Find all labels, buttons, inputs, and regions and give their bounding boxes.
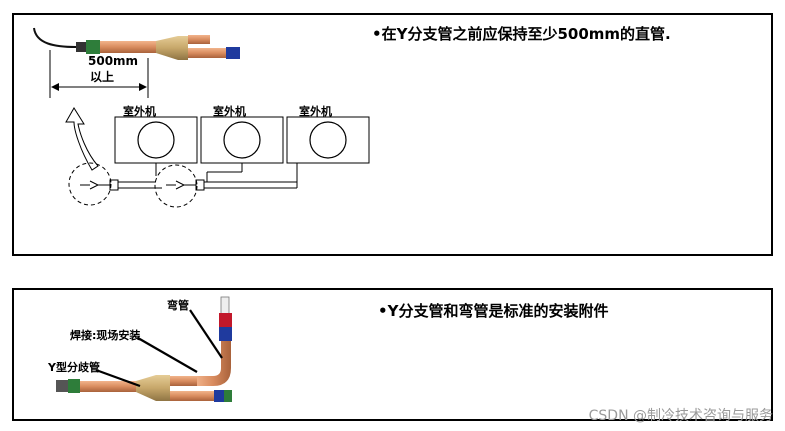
bottom-fitting-assembly <box>56 296 232 402</box>
zoom-arrow-icon <box>65 107 99 171</box>
unit-label-2: 室外机 <box>213 105 246 118</box>
unit-label-3: 室外机 <box>299 105 332 118</box>
watermark: CSDN @制冷技术咨询与服务 <box>588 408 773 424</box>
fan-icon <box>137 121 175 159</box>
green-cap-icon <box>224 390 232 402</box>
unit-label-1: 室外机 <box>123 105 156 118</box>
blue-cap-icon <box>219 327 232 341</box>
leader-lines <box>95 309 223 388</box>
elbow-label: 弯管 <box>167 299 189 312</box>
piping-schematic <box>68 162 298 208</box>
dimension-suffix: 以上 <box>90 70 115 84</box>
blue-cap-icon <box>226 47 240 59</box>
green-cap-icon <box>68 379 80 393</box>
fan-icon <box>223 121 261 159</box>
dimension-value: 500mm <box>88 54 139 68</box>
green-cap-icon <box>86 40 100 54</box>
weld-label: 焊接:现场安装 <box>70 329 141 342</box>
red-band-icon <box>219 313 232 327</box>
bottom-note: •Y分支管和弯管是标准的安装附件 <box>378 302 609 320</box>
dimension-indicator <box>49 50 149 98</box>
outdoor-units <box>114 116 370 164</box>
y-branch-label: Y型分歧管 <box>48 361 100 374</box>
blue-cap-icon <box>214 390 224 402</box>
bottom-panel <box>12 288 773 421</box>
top-pipe-assembly <box>33 27 240 60</box>
top-note: •在Y分支管之前应保持至少500mm的直管. <box>372 25 671 43</box>
fan-icon <box>309 121 347 159</box>
